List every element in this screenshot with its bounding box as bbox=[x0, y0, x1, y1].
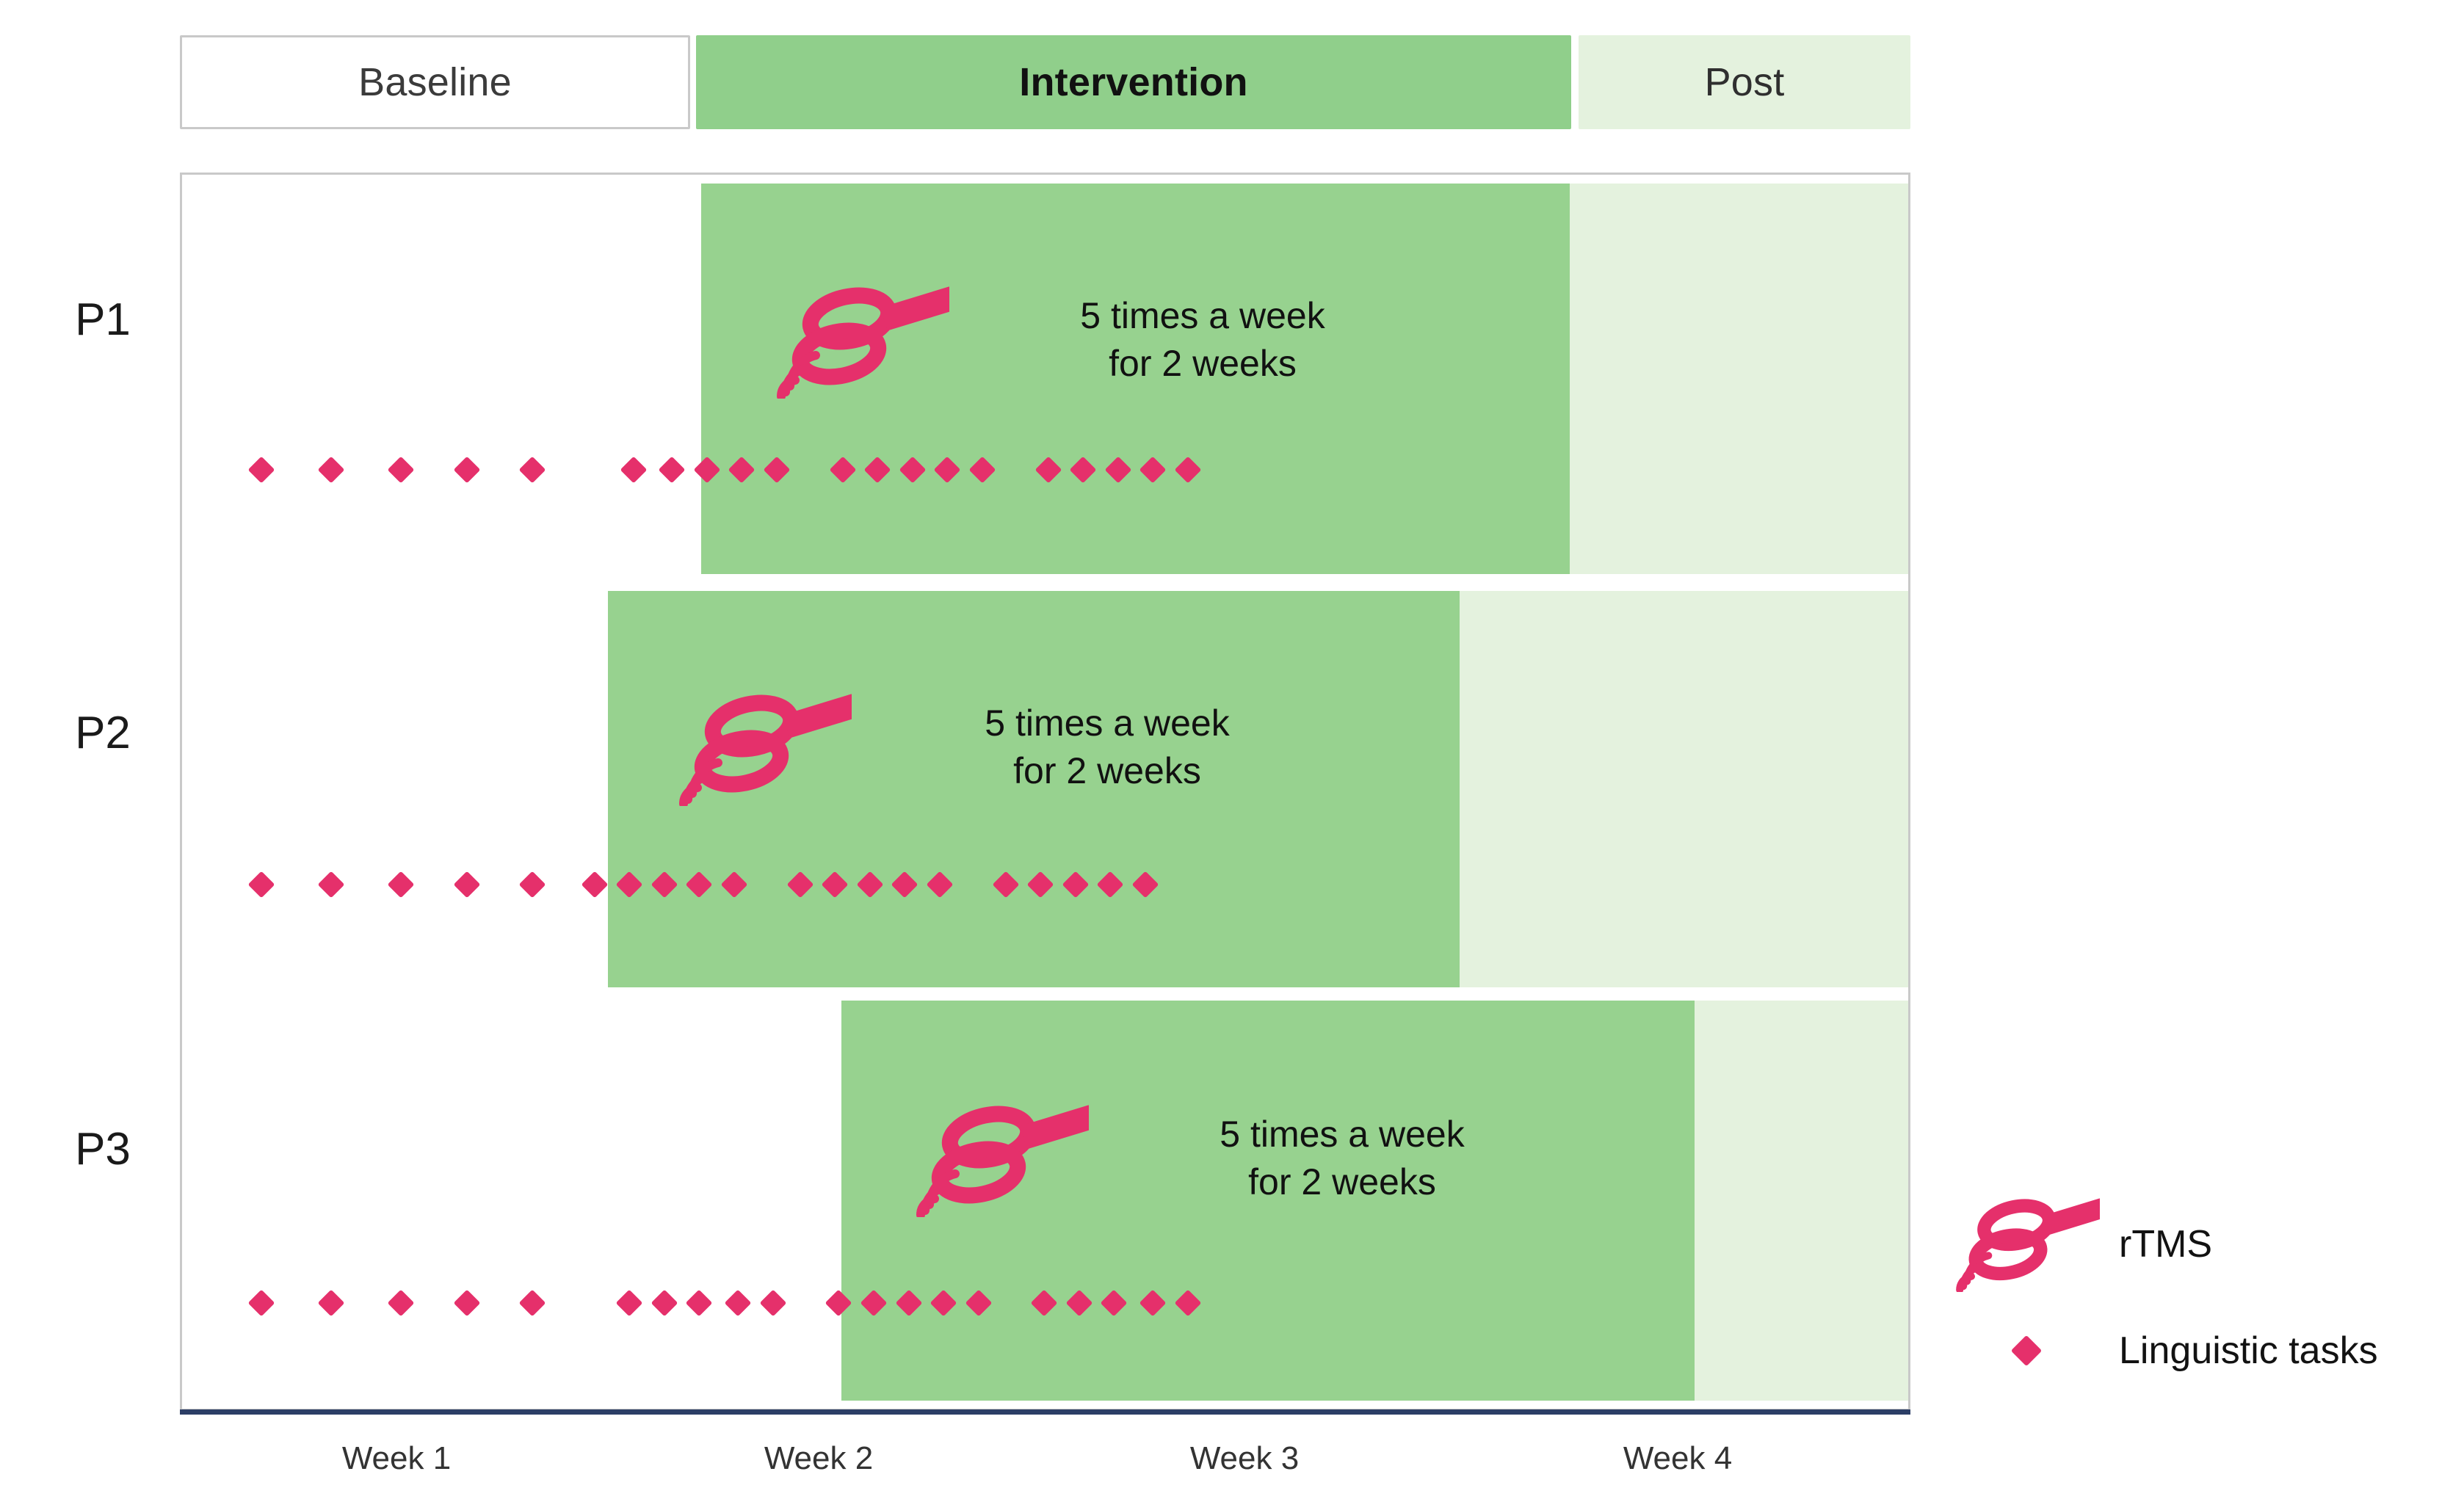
phase-label-post: Post bbox=[1704, 60, 1785, 104]
linguistic-task-marker bbox=[317, 871, 345, 899]
x-axis-line bbox=[180, 1409, 1910, 1415]
p3-dose-caption: 5 times a week for 2 weeks bbox=[1220, 1114, 1465, 1202]
linguistic-task-marker bbox=[518, 1289, 546, 1317]
linguistic-task-marker bbox=[724, 1289, 752, 1317]
phase-box-post: Post bbox=[1579, 35, 1910, 129]
diamond-marker bbox=[1953, 1329, 2100, 1373]
linguistic-task-marker bbox=[518, 456, 546, 484]
phase-label-intervention: Intervention bbox=[1019, 60, 1248, 104]
legend-label-rtms: rTMS bbox=[2119, 1223, 2213, 1266]
linguistic-task-marker bbox=[387, 1289, 415, 1317]
linguistic-task-marker bbox=[387, 871, 415, 899]
week-tick-4: Week 4 bbox=[1623, 1440, 1733, 1476]
linguistic-task-marker bbox=[620, 456, 648, 484]
phase-box-intervention: Intervention bbox=[696, 35, 1571, 129]
rtms-coil-icon bbox=[916, 1105, 1089, 1217]
linguistic-task-marker bbox=[759, 1289, 787, 1317]
linguistic-task-marker bbox=[387, 456, 415, 484]
week-tick-2: Week 2 bbox=[764, 1440, 874, 1476]
linguistic-task-marker bbox=[317, 1289, 345, 1317]
linguistic-task-marker bbox=[453, 456, 480, 484]
week-tick-1: Week 1 bbox=[341, 1440, 452, 1476]
p1-post-band bbox=[1570, 184, 1908, 574]
linguistic-task-marker bbox=[453, 871, 480, 899]
row-label-p2: P2 bbox=[75, 708, 131, 758]
p1-dose-caption: 5 times a week for 2 weeks bbox=[1080, 295, 1325, 384]
timeline-plot-area: 5 times a week for 2 weeks 5 times a wee… bbox=[180, 173, 1910, 1411]
linguistic-task-marker bbox=[247, 871, 275, 899]
linguistic-task-marker bbox=[581, 871, 609, 899]
row-label-p3: P3 bbox=[75, 1124, 131, 1175]
phase-label-baseline: Baseline bbox=[358, 60, 512, 104]
linguistic-task-marker bbox=[615, 1289, 643, 1317]
legend-label-linguistic-tasks: Linguistic tasks bbox=[2119, 1329, 2378, 1372]
legend-item-rtms: rTMS bbox=[1953, 1197, 2212, 1292]
p2-dose-caption: 5 times a week for 2 weeks bbox=[985, 703, 1230, 791]
rtms-coil-icon bbox=[776, 286, 949, 399]
linguistic-task-marker bbox=[317, 456, 345, 484]
linguistic-task-marker bbox=[453, 1289, 480, 1317]
p3-post-band bbox=[1695, 1001, 1908, 1401]
legend-item-linguistic-tasks: Linguistic tasks bbox=[1953, 1329, 2378, 1373]
linguistic-task-marker bbox=[247, 456, 275, 484]
linguistic-task-marker bbox=[518, 871, 546, 899]
linguistic-task-marker bbox=[659, 456, 686, 484]
row-label-p1: P1 bbox=[75, 294, 131, 345]
linguistic-task-marker bbox=[686, 1289, 713, 1317]
linguistic-task-marker bbox=[247, 1289, 275, 1317]
linguistic-task-marker bbox=[651, 1289, 678, 1317]
p2-post-band bbox=[1460, 591, 1908, 987]
week-tick-3: Week 3 bbox=[1189, 1440, 1300, 1476]
rtms-coil-icon bbox=[678, 694, 852, 806]
rtms-coil-icon bbox=[1956, 1198, 2100, 1292]
phase-box-baseline: Baseline bbox=[180, 35, 690, 129]
